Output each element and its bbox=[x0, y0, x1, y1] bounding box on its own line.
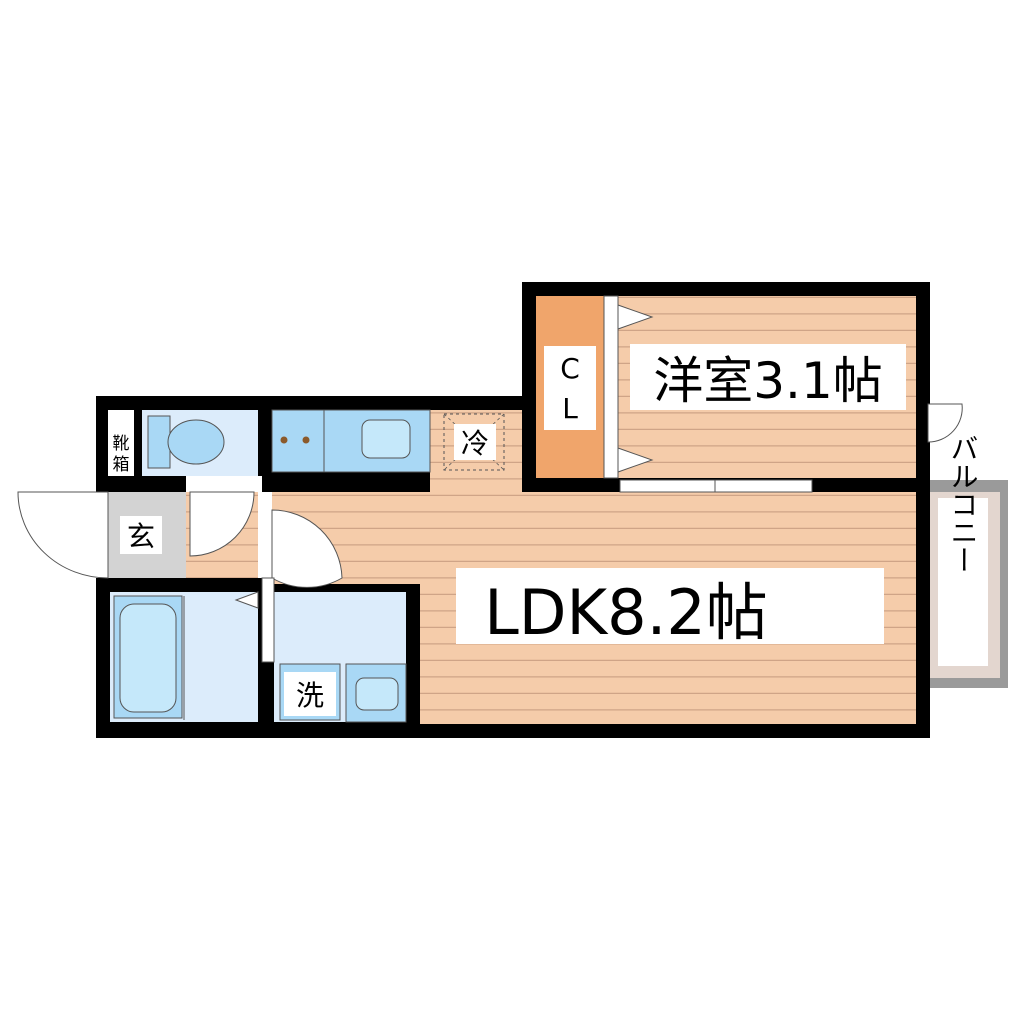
fridge-space bbox=[443, 413, 505, 471]
fridge-label-text: 冷 bbox=[461, 427, 489, 460]
western-room-label-text: 洋室3.1帖 bbox=[653, 352, 883, 410]
closet-label-c: C bbox=[560, 352, 580, 385]
stove-burner-icon bbox=[302, 436, 310, 444]
shoe-box bbox=[108, 410, 134, 476]
ldk-label-text: LDK8.2帖 bbox=[484, 576, 768, 649]
shoe-box-label-1: 靴 bbox=[113, 434, 130, 454]
sliding-door bbox=[619, 479, 813, 493]
bathroom bbox=[110, 592, 258, 722]
balcony-label: バルコニー bbox=[938, 434, 988, 666]
doors bbox=[17, 403, 963, 663]
washer-label-text: 洗 bbox=[296, 679, 324, 712]
ldk-label: LDK8.2帖 bbox=[456, 568, 884, 649]
entrance-label: 玄 bbox=[120, 516, 162, 554]
stove-burner-icon bbox=[280, 436, 288, 444]
washer-label: 洗 bbox=[284, 672, 336, 716]
shoe-box-label-2: 箱 bbox=[113, 455, 130, 475]
closet-label-l: L bbox=[562, 392, 578, 425]
shoe-box-label: 靴 箱 bbox=[113, 434, 130, 475]
balcony-label-text: バルコニー bbox=[947, 434, 980, 574]
fridge-label: 冷 bbox=[454, 424, 496, 460]
sink-icon bbox=[361, 419, 411, 459]
entrance-label-text: 玄 bbox=[127, 520, 155, 553]
kitchen bbox=[271, 409, 431, 473]
closet-label: C L bbox=[544, 346, 596, 430]
toilet-icon bbox=[167, 419, 225, 465]
western-room-label: 洋室3.1帖 bbox=[630, 344, 906, 410]
toilet-room bbox=[142, 410, 258, 476]
